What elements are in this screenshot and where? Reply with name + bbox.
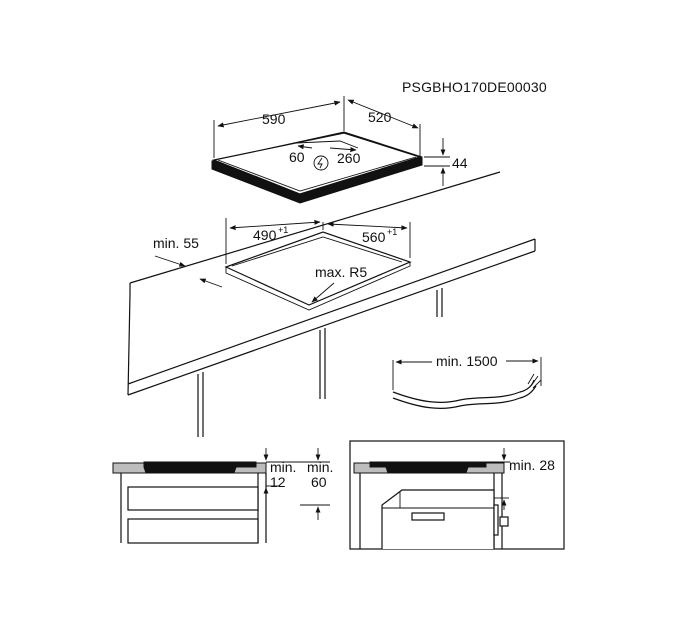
drawer-gap-value: 12 [270, 474, 286, 490]
cable-length-detail: min. 1500 [392, 353, 542, 409]
connection-right-value: 260 [337, 150, 361, 166]
install-drawer-section: min. 12 min. 60 [112, 448, 333, 544]
lightning-in-circle-icon [313, 155, 329, 171]
hob-surface [211, 132, 423, 195]
drawer-clearance-label: min. [307, 459, 333, 475]
drawer-gap-label: min. [270, 459, 296, 475]
document-code: PSGBHO170DE00030 [402, 79, 547, 95]
connection-left-value: 60 [289, 149, 305, 165]
drawer-clearance-value: 60 [311, 474, 327, 490]
connection-recess [295, 140, 359, 149]
hob-width-value: 590 [262, 111, 286, 127]
cutout-depth-tolerance: +1 [387, 227, 397, 237]
corner-radius-value: max. R5 [315, 264, 367, 280]
hob-depth-value: 520 [368, 109, 392, 125]
min-edge-distance: min. 55 [153, 235, 199, 251]
cutout-width-value: 490 [253, 227, 277, 243]
hob-top-view: 60 260 590 520 44 [211, 96, 468, 204]
cable-length-value: min. 1500 [436, 353, 498, 369]
install-oven-section: min. 28 [349, 440, 565, 550]
hob-height-value: 44 [452, 155, 468, 171]
worktop: min. 55 490 +1 560 +1 max. R5 [127, 171, 536, 437]
cable [392, 379, 535, 403]
cutout-depth-value: 560 [362, 229, 386, 245]
oven-clearance-value: min. 28 [509, 457, 555, 473]
cutout-width-tolerance: +1 [278, 225, 288, 235]
